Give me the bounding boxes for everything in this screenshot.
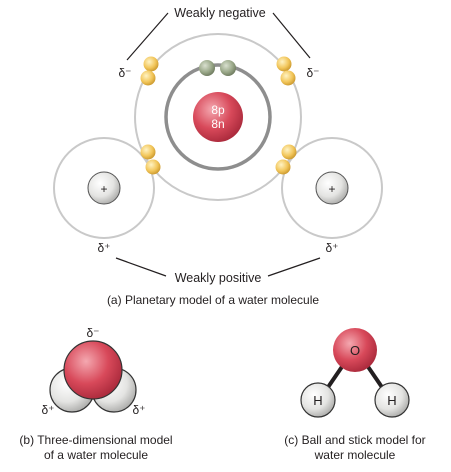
hydrogen-left-charge: + [100, 182, 107, 196]
bonding-electron [145, 159, 161, 175]
oxygen-symbol: O [350, 343, 360, 358]
planetary-model: 8p 8n + + Weakly negative δ⁻ δ⁻ δ⁺ δ⁺ We… [53, 6, 383, 307]
three-d-caption-line1: (b) Three-dimensional model [19, 433, 172, 447]
hydrogen-left-shell [53, 137, 155, 239]
inner-electron [220, 60, 236, 76]
leader-line [272, 12, 311, 59]
nucleus-protons-label: 8p [211, 103, 225, 117]
three-d-delta-plus-right: δ⁺ [132, 403, 145, 417]
lone-pair-electron [280, 70, 296, 86]
hydrogen-right-symbol: H [387, 393, 396, 408]
delta-minus-left: δ⁻ [118, 66, 131, 80]
oxygen-sphere [63, 340, 123, 400]
hydrogen-left-nucleus [87, 171, 121, 205]
weakly-positive-label: Weakly positive [175, 271, 262, 285]
delta-minus-right: δ⁻ [306, 66, 319, 80]
hydrogen-right-charge: + [328, 182, 335, 196]
ball-stick-caption-line2: water molecule [314, 448, 396, 462]
hydrogen-left-symbol: H [313, 393, 322, 408]
hydrogen-left-ball [300, 382, 336, 418]
three-d-caption-line2: of a water molecule [44, 448, 148, 462]
three-d-delta-plus-left: δ⁺ [41, 403, 54, 417]
weakly-negative-label: Weakly negative [174, 6, 266, 20]
ball-and-stick-model: O H H (c) Ball and stick model for water… [284, 328, 426, 462]
leader-line [115, 257, 167, 277]
lone-pair-electron [143, 56, 159, 72]
inner-electron [199, 60, 215, 76]
delta-plus-left: δ⁺ [97, 241, 110, 255]
bonding-electron [140, 144, 156, 160]
ball-stick-caption-line1: (c) Ball and stick model for [284, 433, 425, 447]
three-dimensional-model: δ⁻ δ⁺ δ⁺ (b) Three-dimensional model of … [19, 326, 172, 462]
leader-line [267, 257, 321, 277]
hydrogen-right-nucleus [315, 171, 349, 205]
bonding-electron [281, 144, 297, 160]
leader-line [126, 12, 169, 61]
oxygen-outer-shell [134, 33, 302, 201]
oxygen-ball [333, 328, 377, 372]
oxygen-nucleus [193, 92, 243, 142]
bonding-electron [275, 159, 291, 175]
delta-plus-right: δ⁺ [325, 241, 338, 255]
three-d-delta-minus: δ⁻ [86, 326, 99, 340]
hydrogen-right-ball [374, 382, 410, 418]
hydrogen-right-shell [281, 137, 383, 239]
oxygen-inner-shell [164, 63, 272, 171]
planetary-caption: (a) Planetary model of a water molecule [107, 293, 319, 307]
lone-pair-electron [140, 70, 156, 86]
nucleus-neutrons-label: 8n [211, 117, 224, 131]
lone-pair-electron [276, 56, 292, 72]
